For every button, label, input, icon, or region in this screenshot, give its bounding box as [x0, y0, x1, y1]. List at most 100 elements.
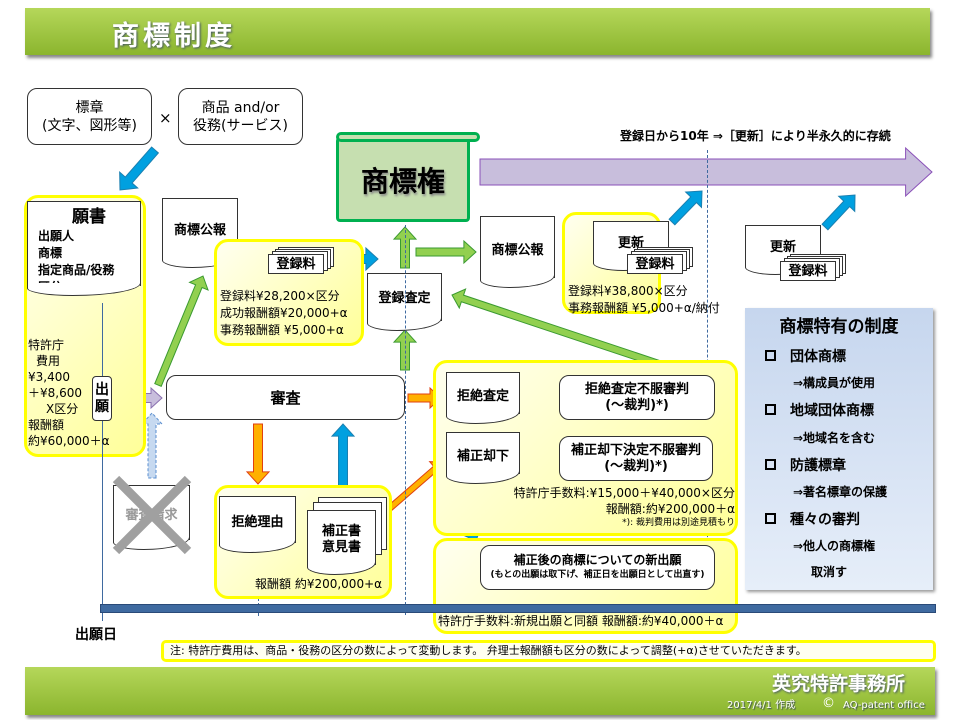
appeal-fees: 特許庁手数料:¥15,000＋¥40,000×区分 報酬額:約¥200,000＋…	[495, 485, 735, 529]
side-item-sub: 取消す	[811, 563, 847, 580]
fee-card-label: 登録料	[268, 254, 324, 274]
reply-label: 意見書	[308, 540, 375, 556]
new-application-fee: 特許庁手数料:新規出願と同額 報酬額:約¥40,000＋α	[438, 614, 723, 629]
created-date: 2017/4/1 作成	[727, 698, 795, 713]
fee-line: 登録料¥38,800×区分	[568, 283, 720, 300]
mark-label: 標章	[76, 99, 104, 117]
arrow-blue-to-application	[120, 147, 159, 190]
times-sign: ×	[159, 111, 172, 126]
side-item-label: 団体商標	[790, 349, 846, 365]
filing-box: 出願	[92, 376, 112, 421]
arrow-purple-timeline	[480, 148, 932, 196]
refusal-appeal-box: 拒絶査定不服審判(～裁判)*)	[559, 375, 715, 420]
fee-line: 登録料¥28,200×区分	[220, 288, 348, 305]
goods-box: 商品 and/or役務(サービス)	[178, 88, 303, 145]
side-title: 商標特有の制度	[745, 312, 933, 337]
goods-label: 商品 and/or	[202, 99, 280, 117]
fee-line: 特許庁	[28, 337, 110, 353]
filing-char: 願	[95, 399, 109, 416]
new-application-label: 補正後の商標についての新出願	[514, 553, 682, 568]
application-item: 指定商品/役務	[38, 261, 140, 278]
examination-box: 審査	[166, 375, 405, 420]
fee-card-label: 登録料	[627, 254, 683, 274]
side-item: 防護標章	[765, 455, 846, 475]
fee-line: 特許庁手数料:¥15,000＋¥40,000×区分	[495, 485, 735, 501]
goods-sub: 役務(サービス)	[193, 117, 288, 135]
arrow-orange-exam-to-reasons	[247, 424, 269, 484]
note-text: 注: 特許庁費用は、商品・役務の区分の数によって変動します。 弁理士報酬額も区分…	[170, 644, 807, 657]
registration-fee-stack: 登録料	[268, 247, 332, 271]
gazette-label: 商標公報	[491, 243, 543, 258]
appeal-sub: (～裁判)*)	[604, 459, 668, 475]
fee-line: 約¥60,000＋α	[28, 433, 110, 449]
application-doc: 願書 出願人 商標 指定商品/役務 区分	[27, 201, 141, 286]
note-box: 注: 特許庁費用は、商品・役務の区分の数によって変動します。 弁理士報酬額も区分…	[161, 640, 936, 662]
side-item: 種々の審判	[765, 509, 860, 529]
checkbox-icon	[765, 513, 776, 524]
mark-sub: (文字、図形等)	[42, 117, 137, 135]
refusal-reasons-doc: 拒絶理由	[219, 496, 296, 543]
trademark-right-label: 商標権	[361, 160, 445, 200]
renewal-fee-stack-1: 登録料	[627, 247, 691, 271]
new-application-sub: (もとの出願は取下げ、補正日を出願日として出直す)	[490, 568, 704, 583]
gazette-doc-2: 商標公報	[480, 216, 555, 278]
application-item: 出願人	[38, 227, 140, 244]
cross-icon	[110, 473, 194, 557]
fee-line: 費用	[28, 353, 110, 369]
trademark-right-scroll: 商標権	[336, 137, 470, 222]
renewal-label: 更新	[770, 240, 796, 255]
timeline-bar	[100, 604, 936, 613]
reasons-fee: 報酬額 約¥200,000+α	[255, 577, 382, 592]
amendment-rejection-doc: 補正却下	[446, 432, 520, 474]
side-item-label: 種々の審判	[790, 512, 860, 528]
application-item: 商標	[38, 244, 140, 261]
side-item-sub: ⇒地域名を含む	[793, 429, 875, 446]
side-item-label: 防護標章	[790, 458, 846, 474]
refusal-reasons-label: 拒絶理由	[231, 515, 283, 530]
registration-fees: 登録料¥28,200×区分 成功報酬額¥20,000+α 事務報酬額 ¥5,00…	[220, 288, 348, 339]
fee-line: 事務報酬額 ¥5,000+α	[220, 322, 348, 339]
filing-char: 出	[95, 382, 109, 399]
appeal-label: 拒絶査定不服審判	[585, 382, 689, 398]
amendment-opinion-doc: 補正書意見書	[307, 510, 376, 565]
reply-label: 補正書	[308, 524, 375, 540]
refusal-decision-label: 拒絶査定	[457, 389, 509, 404]
examination-label: 審査	[270, 389, 300, 407]
side-item-sub: ⇒著名標章の保護	[793, 483, 887, 500]
arrow-green-to-gazette-2	[416, 241, 476, 263]
filing-date-label: 出願日	[75, 628, 117, 643]
appeal-label: 補正却下決定不服審判	[571, 443, 701, 459]
arrow-blue-renewal-2	[822, 195, 855, 230]
new-application-box: 補正後の商標についての新出願(もとの出願は取下げ、補正日を出願日として出直す)	[480, 545, 715, 590]
side-item-sub: ⇒他人の商標権	[793, 537, 875, 554]
copyright-icon: ©	[822, 696, 835, 711]
side-item-sub: ⇒構成員が使用	[793, 374, 875, 391]
fee-card-label: 登録料	[780, 261, 836, 281]
brand-name: AQ-patent office	[843, 698, 925, 713]
arrow-blue-reply-to-exam	[332, 424, 354, 490]
appeal-sub: (～裁判)*)	[605, 398, 669, 414]
dashed-line-1	[405, 225, 406, 615]
fee-line: 事務報酬額 ¥5,000+α/納付	[568, 300, 720, 317]
checkbox-icon	[765, 350, 776, 361]
fee-line: 報酬額:約¥200,000＋α	[495, 501, 735, 517]
fee-note: *): 裁判費用は別途見積もり	[495, 517, 735, 529]
mark-box: 標章(文字、図形等)	[27, 88, 152, 145]
side-item-label: 地域団体商標	[790, 403, 874, 419]
trademark-systems-panel: 商標特有の制度 団体商標 ⇒構成員が使用 地域団体商標 ⇒地域名を含む 防護標章…	[745, 308, 933, 590]
office-name: 英究特許事務所	[772, 673, 905, 695]
timeline-text: 登録日から10年 ⇒［更新］により半永久的に存続	[620, 129, 891, 144]
application-item: 区分	[38, 278, 140, 295]
application-title: 願書	[38, 202, 140, 227]
arrow-green-to-gazette	[155, 276, 208, 386]
fee-line: 成功報酬額¥20,000+α	[220, 305, 348, 322]
arrow-blue-renewal-1	[669, 191, 702, 225]
checkbox-icon	[765, 404, 776, 415]
renewal-fees: 登録料¥38,800×区分 事務報酬額 ¥5,000+α/納付	[568, 283, 720, 317]
side-item: 団体商標	[765, 346, 846, 366]
gazette-label: 商標公報	[174, 223, 226, 238]
renewal-fee-stack-2: 登録料	[780, 254, 844, 278]
amendment-rejection-label: 補正却下	[457, 449, 509, 464]
refusal-decision-doc: 拒絶査定	[446, 372, 520, 414]
side-item: 地域団体商標	[765, 400, 874, 420]
